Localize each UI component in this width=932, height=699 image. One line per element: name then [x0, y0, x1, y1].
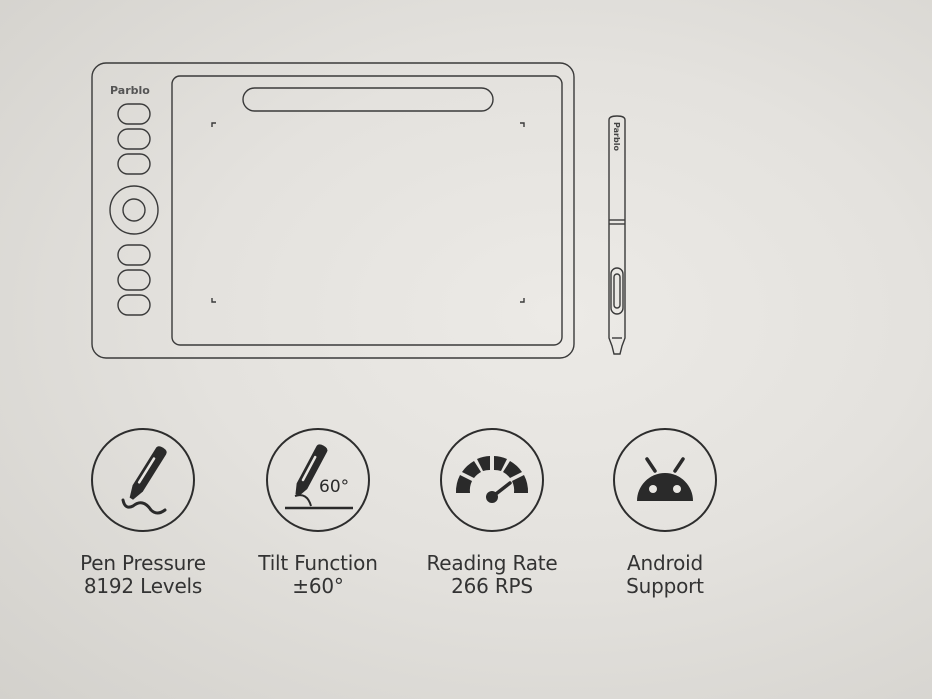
pen-illustration	[608, 115, 626, 355]
shortcut-key-1	[117, 103, 151, 125]
shortcut-key-2	[117, 128, 151, 150]
feature-tilt: 60° Tilt Function ±60°	[218, 428, 418, 598]
pen-brand-logo: Parblo	[612, 122, 621, 151]
dial-outer	[109, 185, 159, 235]
speedometer-icon	[440, 428, 544, 532]
tilt-angle-badge: 60°	[319, 477, 349, 497]
shortcut-key-6	[117, 294, 151, 316]
pen-pressure-icon	[91, 428, 195, 532]
dial-inner	[122, 198, 146, 222]
pen-button	[610, 267, 624, 315]
feature-reading-rate: Reading Rate 266 RPS	[392, 428, 592, 598]
feature-pen-pressure: Pen Pressure 8192 Levels	[43, 428, 243, 598]
product-drawing: Parblo Parblo	[91, 62, 626, 359]
feature-label: Android Support	[626, 551, 704, 598]
tablet-illustration	[91, 62, 575, 359]
top-slot	[242, 87, 494, 112]
active-area-frame	[171, 75, 563, 346]
tablet-brand-logo: Parblo	[110, 84, 150, 97]
shortcut-key-3	[117, 153, 151, 175]
tilt-icon: 60°	[266, 428, 370, 532]
android-icon	[613, 428, 717, 532]
feature-label: Reading Rate 266 RPS	[426, 551, 558, 598]
tablet-body	[91, 62, 575, 359]
feature-label: Pen Pressure 8192 Levels	[80, 551, 206, 598]
feature-android: Android Support	[565, 428, 765, 598]
feature-label: Tilt Function ±60°	[258, 551, 378, 598]
shortcut-key-4	[117, 244, 151, 266]
shortcut-key-5	[117, 269, 151, 291]
